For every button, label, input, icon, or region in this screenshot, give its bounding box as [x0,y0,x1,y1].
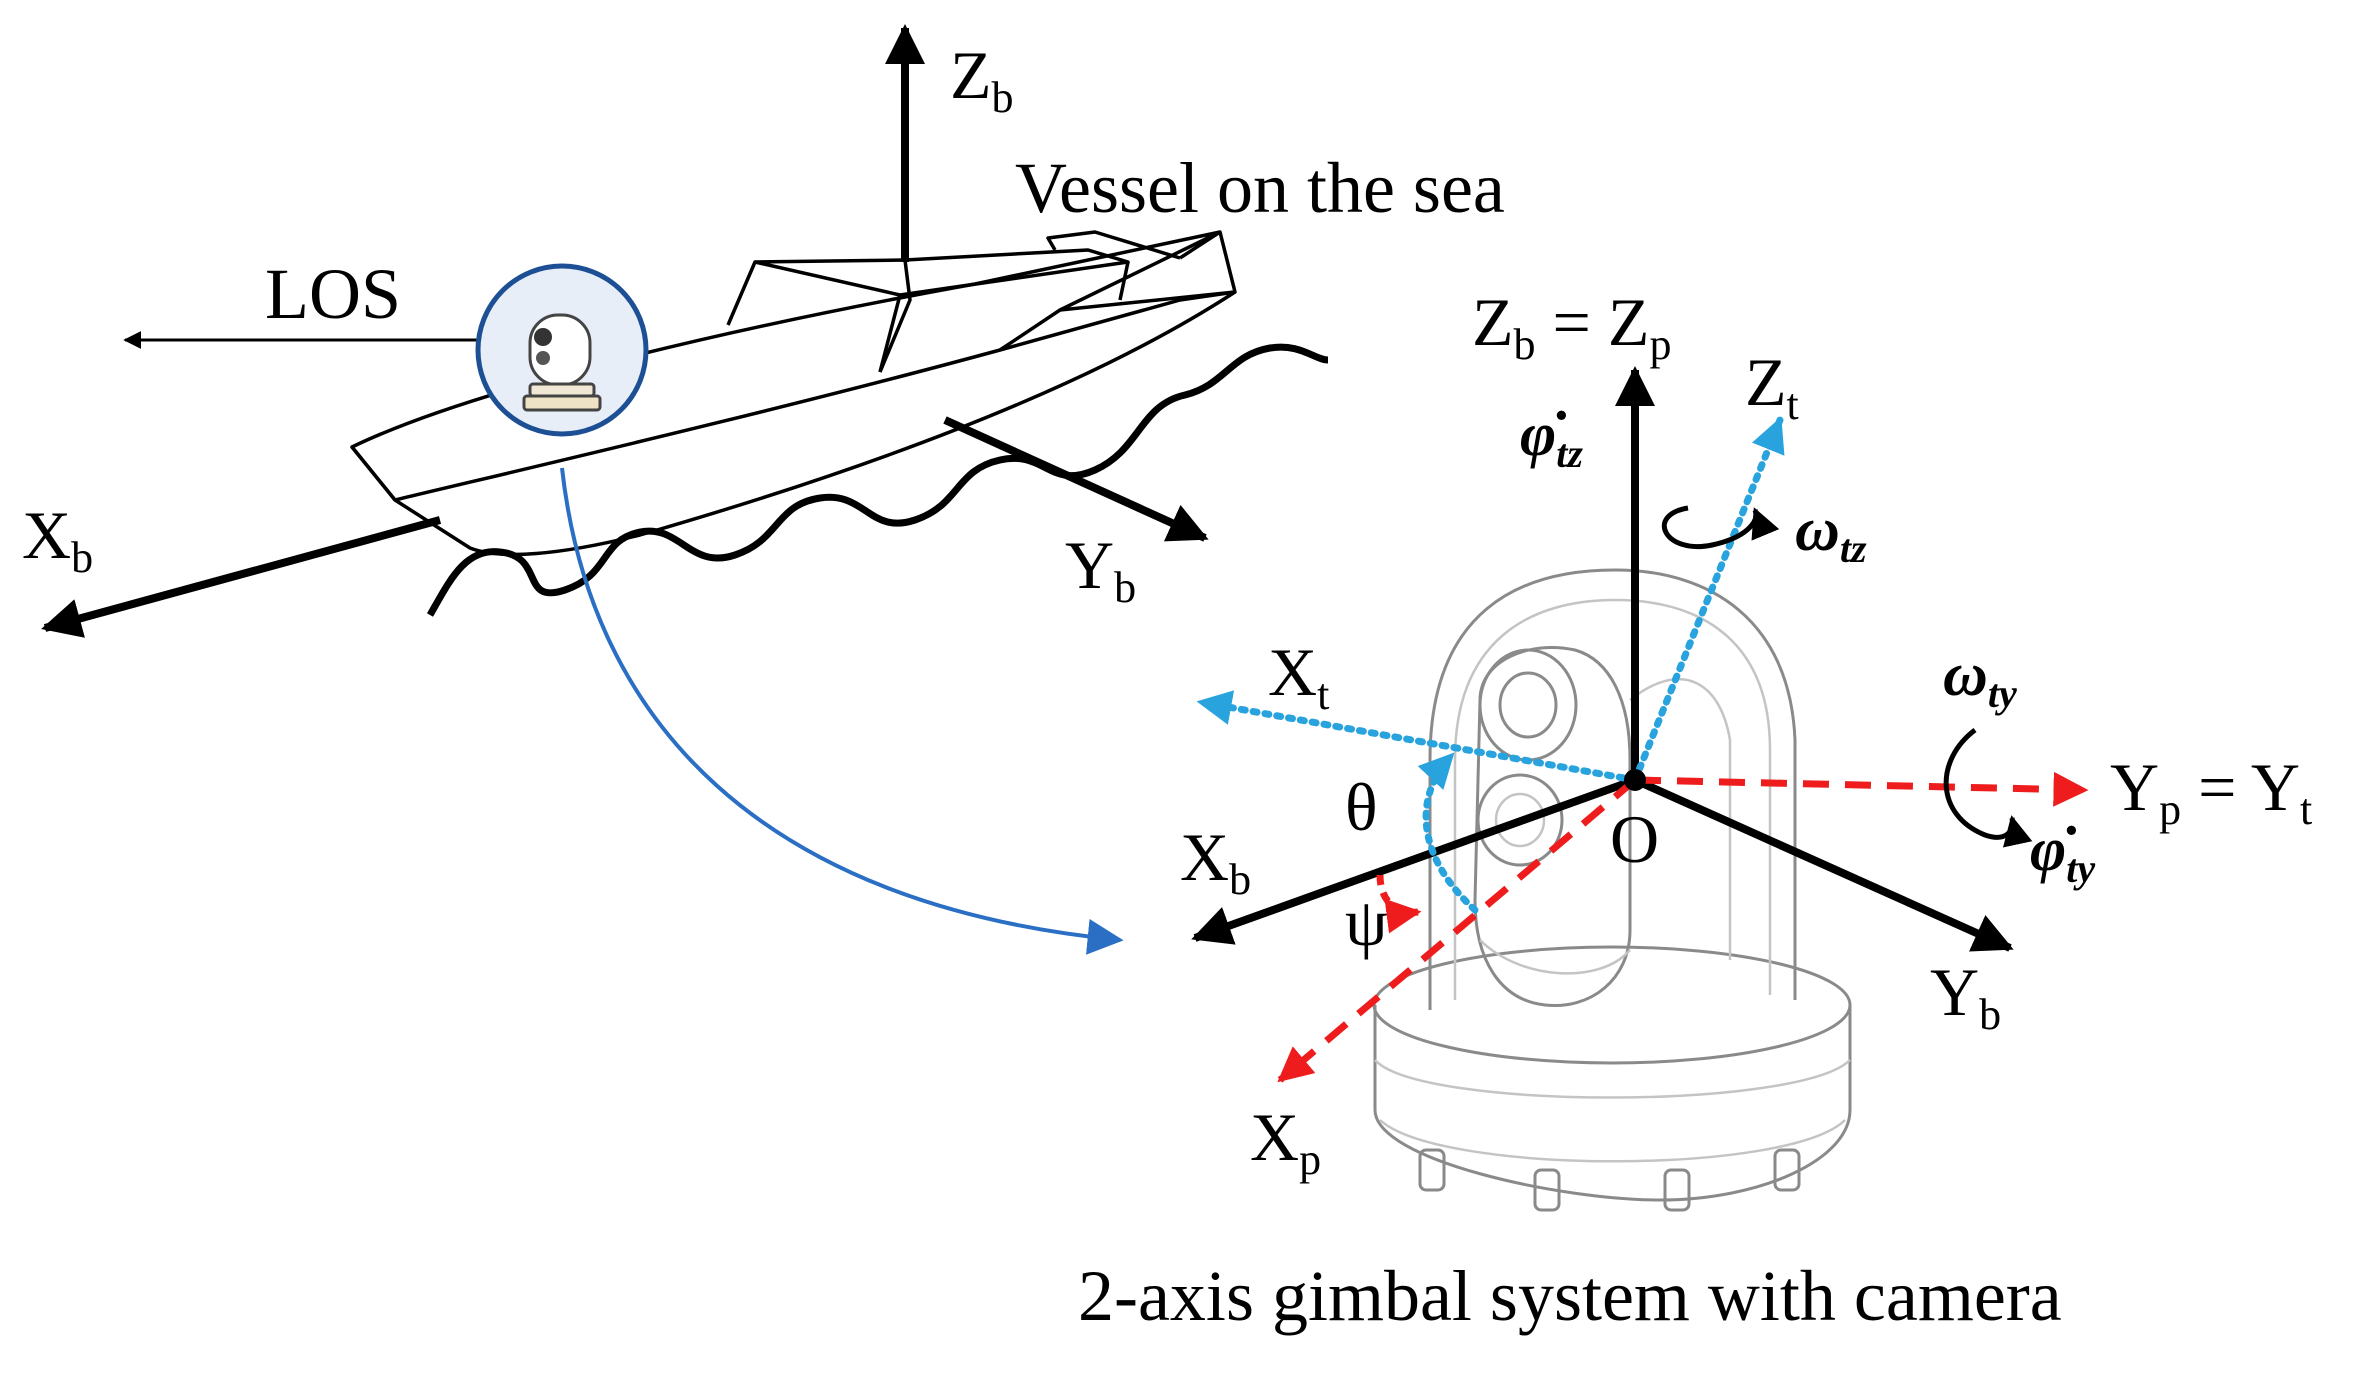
omega-tz-label: ωtz [1795,496,1867,571]
xp-label: Xp [1250,1099,1321,1184]
camera-mini-icon [522,313,602,412]
ship-yb-label: Yb [1065,527,1136,612]
gimbal-zt-axis [1631,416,1785,784]
ship-xb-axis [41,516,442,638]
theta-label: θ [1345,769,1378,845]
rotation-arrow-icon [1943,728,2033,848]
caption-label: 2-axis gimbal system with camera [1078,1256,2062,1336]
title-label: Vessel on the sea [1015,148,1505,228]
zb-zp-label: Zb = Zp [1472,284,1671,369]
psi-arc [1376,874,1422,934]
los-label: LOS [265,254,401,334]
phi-ty-label: φ̇ty [2030,816,2095,891]
ship-xb-label: Xb [22,497,93,582]
gimbal-xp-axis [1277,777,1638,1083]
zt-label: Zt [1745,344,1799,429]
yp-yt-label: Yp = Yt [2110,749,2312,834]
omega-ty-label: ωty [1943,641,2017,716]
gimbal-xb-axis [1191,776,1637,945]
gimbal-yb-axis [1633,776,2014,952]
gimbal-xb-label: Xb [1180,819,1251,904]
gimbal-xt-axis [1196,690,1639,784]
magnifier-circle [475,263,649,437]
sea-wave [426,343,1329,617]
gimbal-yp-axis [1634,771,2089,807]
rotation-arrow-icon [1661,505,1780,550]
xt-label: Xt [1268,634,1329,719]
link-arrow [560,467,1124,955]
ship-zb-label: Zb [950,37,1014,122]
gimbal-yb-label: Yb [1930,954,2001,1039]
origin-dot [1624,769,1646,791]
theta-arc [1417,751,1479,914]
phi-tz-label: φ̇tz [1520,401,1583,476]
gimbal-scene: Zb = Zp Zt Xt Xb Yb Xp Yp = Yt O θ ψ φ̇t… [1078,284,2312,1336]
ship-scene: Vessel on the sea LOS Zb Xb Yb [22,24,1505,955]
psi-label: ψ [1345,884,1388,960]
origin-label: O [1610,801,1659,877]
gimbal-camera-drawing [1372,568,1852,1212]
